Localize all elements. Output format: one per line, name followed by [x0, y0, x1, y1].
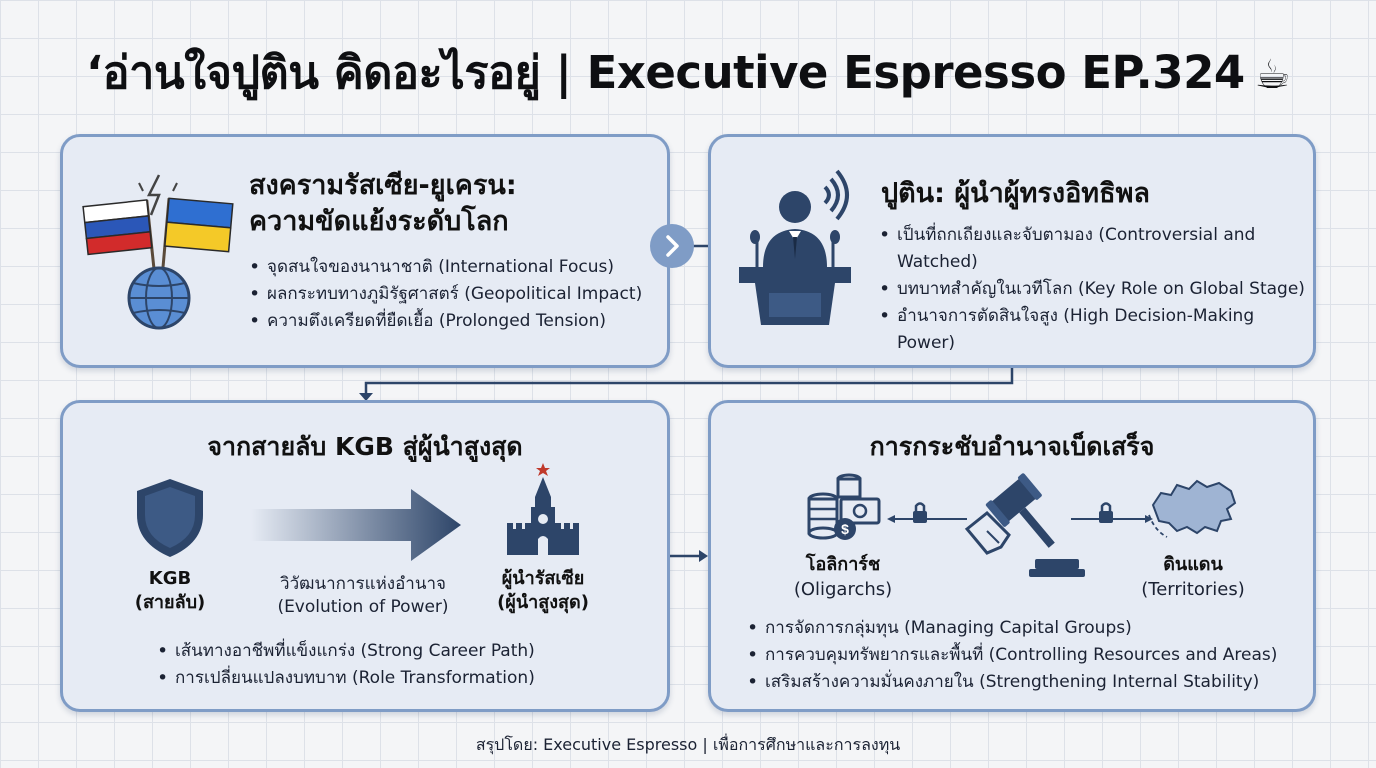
kgb-bullet-list: เส้นทางอาชีพที่แข็งแกร่ง (Strong Career … [155, 638, 615, 692]
list-item: ความตึงเครียดที่ยืดเยื้อ (Prolonged Tens… [247, 308, 657, 335]
footer-credit: สรุปโดย: Executive Espresso | เพื่อการศึ… [475, 735, 901, 754]
flags-globe-icon [82, 174, 234, 330]
panel-putin-influential-leader: ปูติน: ผู้นำผู้ทรงอิทธิพล เป็นที่ถกเถียง… [708, 134, 1316, 368]
list-item: การเปลี่ยนแปลงบทบาท (Role Transformation… [155, 665, 615, 692]
war-title-line2: ความขัดแย้งระดับโลก [249, 206, 509, 237]
evolution-arrow-icon [251, 489, 461, 561]
list-item: ผลกระทบทางภูมิรัฐศาสตร์ (Geopolitical Im… [247, 281, 657, 308]
leader-label-line1: ผู้นำรัสเซีย [501, 568, 585, 589]
putin-bullet-list: เป็นที่ถกเถียงและจับตามอง (Controversial… [877, 222, 1307, 357]
evolution-label-line2: (Evolution of Power) [277, 597, 449, 617]
speaker-podium-icon [739, 169, 851, 325]
list-item: การควบคุมทรัพยากรและพื้นที่ (Controlling… [745, 642, 1305, 669]
territories-label-line2: (Territories) [1141, 579, 1245, 600]
kgb-title: จากสายลับ KGB สู่ผู้นำสูงสุด [207, 432, 523, 461]
kgb-label-line2: (สายลับ) [134, 592, 206, 613]
list-item: การจัดการกลุ่มทุน (Managing Capital Grou… [745, 615, 1305, 642]
leader-label-line2: (ผู้นำสูงสุด) [497, 592, 589, 613]
money-coins-icon: $ [807, 473, 881, 540]
list-item: จุดสนใจของนานาชาติ (International Focus) [247, 254, 657, 281]
list-item: อำนาจการตัดสินใจสูง (High Decision-Makin… [877, 303, 1307, 357]
title-text: ‘อ่านใจปูติน คิดอะไรอยู่ | Executive Esp… [85, 46, 1245, 99]
chevron-right-icon [666, 235, 679, 257]
panel-russia-ukraine-war: สงครามรัสเซีย-ยูเครน: ความขัดแย้งระดับโล… [60, 134, 670, 368]
panel-power-consolidation: การกระชับอำนาจเบ็ดเสร็จ $ โอลิการ์ช (Oli… [708, 400, 1316, 712]
kgb-label-line1: KGB [148, 568, 192, 589]
list-item: เสริมสร้างความมั่นคงภายใน (Strengthening… [745, 669, 1305, 696]
kremlin-tower-icon [507, 463, 579, 555]
list-item: เส้นทางอาชีพที่แข็งแกร่ง (Strong Career … [155, 638, 615, 665]
list-item: เป็นที่ถกเถียงและจับตามอง (Controversial… [877, 222, 1307, 276]
war-title-line1: สงครามรัสเซีย-ยูเครน: [249, 170, 517, 201]
control-locks-gavel-icon [887, 473, 1153, 577]
putin-title: ปูติน: ผู้นำผู้ทรงอิทธิพล [881, 178, 1150, 209]
next-circle-button [650, 224, 694, 268]
svg-text:$: $ [841, 521, 849, 537]
coffee-cup-icon: ☕ [1254, 52, 1291, 98]
power-bullet-list: การจัดการกลุ่มทุน (Managing Capital Grou… [745, 615, 1305, 696]
list-item: บทบาทสำคัญในเวทีโลก (Key Role on Global … [877, 276, 1307, 303]
russia-map-icon [1148, 479, 1237, 538]
panel-kgb-to-leader: จากสายลับ KGB สู่ผู้นำสูงสุด KGB (สายลับ… [60, 400, 670, 712]
evolution-label-line1: วิวัฒนาการแห่งอำนาจ [280, 574, 446, 594]
power-title: การกระชับอำนาจเบ็ดเสร็จ [869, 432, 1155, 461]
page-title: ‘อ่านใจปูติน คิดอะไรอยู่ | Executive Esp… [0, 36, 1376, 108]
oligarchs-label-line2: (Oligarchs) [793, 579, 893, 600]
territories-label-line1: ดินแดน [1163, 554, 1223, 575]
war-bullet-list: จุดสนใจของนานาชาติ (International Focus)… [247, 254, 657, 335]
oligarchs-label-line1: โอลิการ์ช [805, 554, 881, 575]
shield-icon [137, 479, 203, 557]
